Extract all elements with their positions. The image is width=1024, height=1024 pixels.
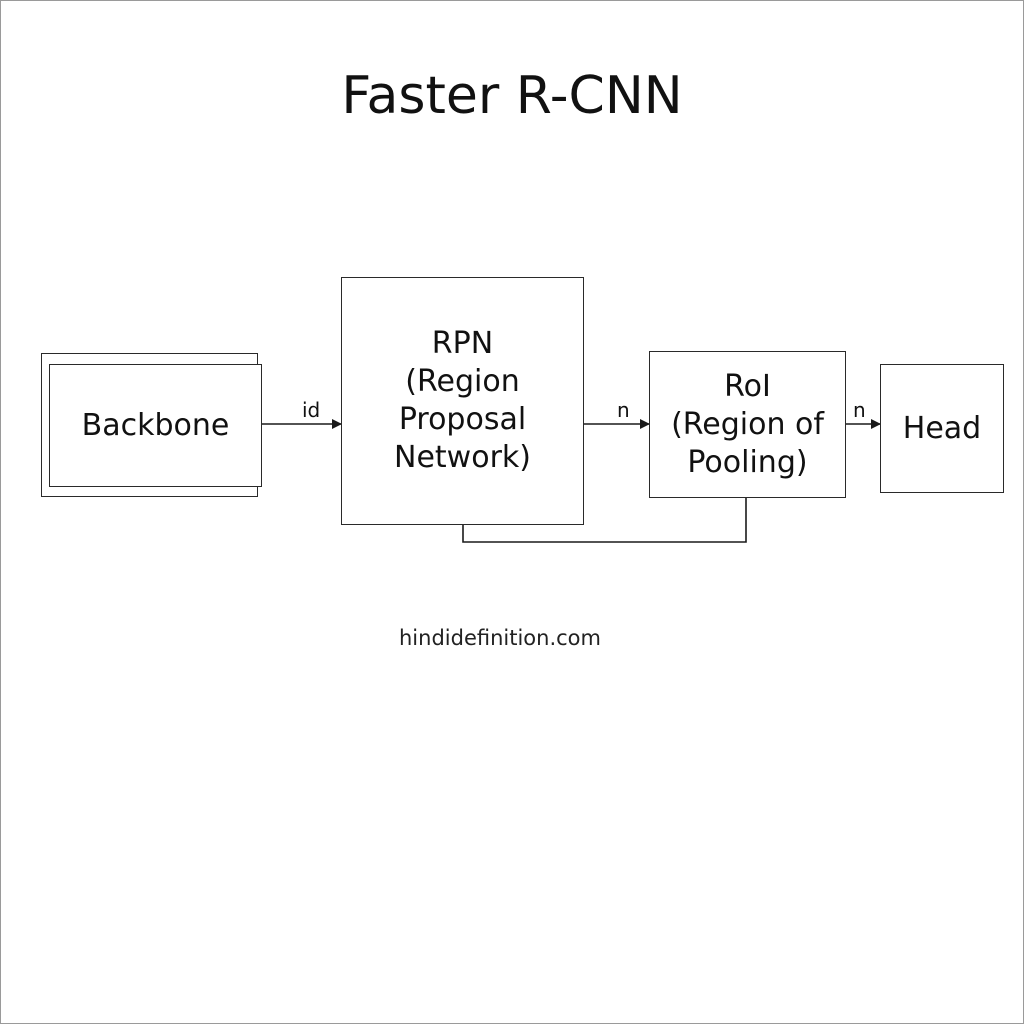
edge-label-backbone-to-rpn: id — [302, 398, 321, 422]
head-box: Head — [880, 364, 1004, 493]
backbone-label: Backbone — [81, 407, 230, 443]
edge-label-roi-to-head: n — [853, 398, 866, 422]
backbone-box: Backbone — [49, 364, 262, 487]
edge-label-rpn-to-roi: n — [617, 398, 630, 422]
rpn-box: RPN (Region Proposal Network) — [341, 277, 584, 525]
feedback-connector-roi-to-rpn — [462, 497, 747, 543]
roi-box: RoI (Region of Pooling) — [649, 351, 846, 498]
head-label: Head — [902, 410, 982, 446]
rpn-label: RPN (Region Proposal Network) — [394, 326, 531, 475]
watermark-text: hindidefinition.com — [399, 626, 601, 650]
roi-label: RoI (Region of Pooling) — [671, 368, 824, 480]
diagram-title: Faster R-CNN — [341, 66, 683, 126]
